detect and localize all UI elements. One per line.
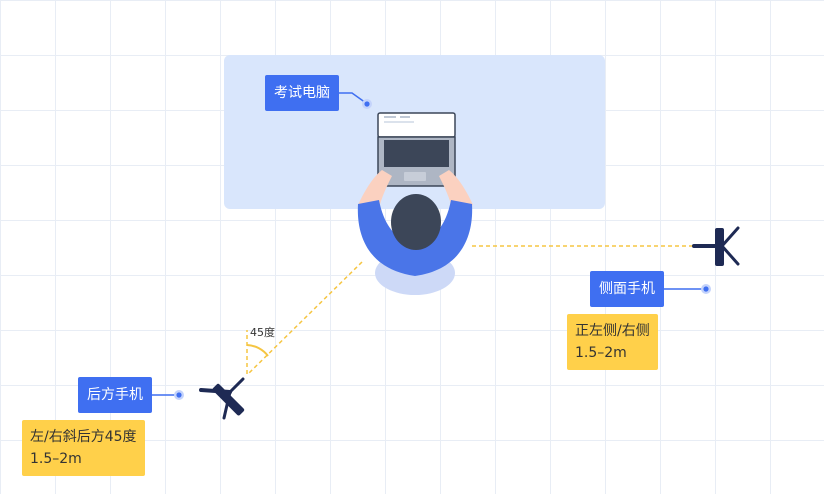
angle-arc: [246, 344, 269, 357]
side-note-distance: 1.5–2m: [575, 345, 627, 361]
rear-note-position: 左/右斜后方45度: [30, 429, 137, 445]
side-connector-dot: [703, 286, 709, 292]
exam-computer-label: 考试电脑: [265, 75, 339, 111]
rear-connector-dot: [176, 392, 182, 398]
side-tripod-icon: [692, 226, 740, 266]
rear-tripod-icon: [199, 377, 245, 420]
side-phone-note: 正左侧/右侧 1.5–2m: [567, 314, 658, 370]
side-note-position: 正左侧/右侧: [575, 323, 650, 339]
rear-note-distance: 1.5–2m: [30, 451, 82, 467]
laptop-icon: [377, 112, 456, 187]
angle-label: 45度: [250, 326, 275, 339]
rear-sight-line: [247, 261, 363, 375]
rear-phone-note: 左/右斜后方45度 1.5–2m: [22, 420, 145, 476]
rear-phone-label: 后方手机: [78, 377, 152, 413]
computer-connector-line: [338, 92, 367, 104]
computer-connector-dot: [364, 101, 370, 107]
person-icon: [357, 170, 473, 295]
side-phone-label: 侧面手机: [590, 271, 664, 307]
